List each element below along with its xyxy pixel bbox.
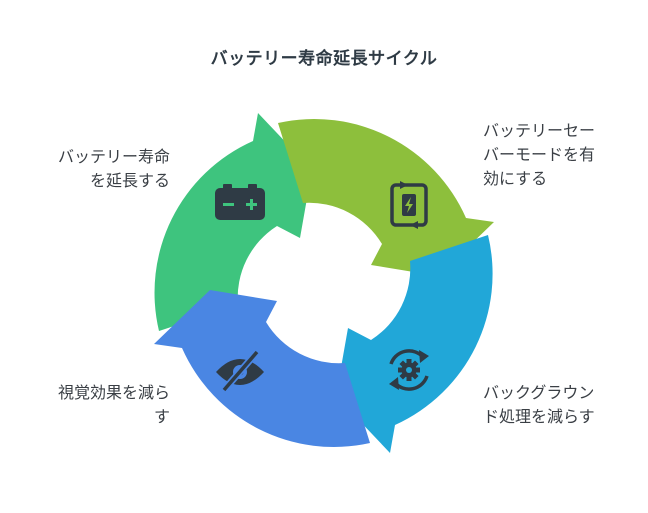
cycle-arrow-background-processes [336,235,493,453]
label-line: 効にする [483,169,548,188]
cycle-arrow-extend-battery [154,113,312,331]
label-line: バッテリーセー [483,121,596,140]
label-line: バーモードを有 [483,145,596,164]
label-line: 視覚効果を減ら [57,383,170,402]
step-label-background-processes: バックグラウン ド処理を減らす [483,381,643,429]
battery-saver-icon [390,181,428,229]
label-line: す [153,407,170,426]
label-line: ド処理を減らす [483,407,595,426]
gear-sync-icon [389,349,429,391]
step-label-extend-battery: バッテリー寿命 を延長する [20,145,170,193]
label-line: バックグラウン [483,383,595,402]
step-label-battery-saver: バッテリーセー バーモードを有 効にする [483,119,643,191]
label-line: バッテリー寿命 [57,147,170,166]
diagram-title: バッテリー寿命延長サイクル [210,49,438,69]
cycle-arrow-visual-effects [154,290,370,447]
label-line: を延長する [89,171,170,190]
battery-icon [215,184,265,220]
step-label-visual-effects: 視覚効果を減ら す [20,381,170,429]
cycle-arrow-battery-saver [278,119,494,276]
eye-off-icon [216,349,264,393]
